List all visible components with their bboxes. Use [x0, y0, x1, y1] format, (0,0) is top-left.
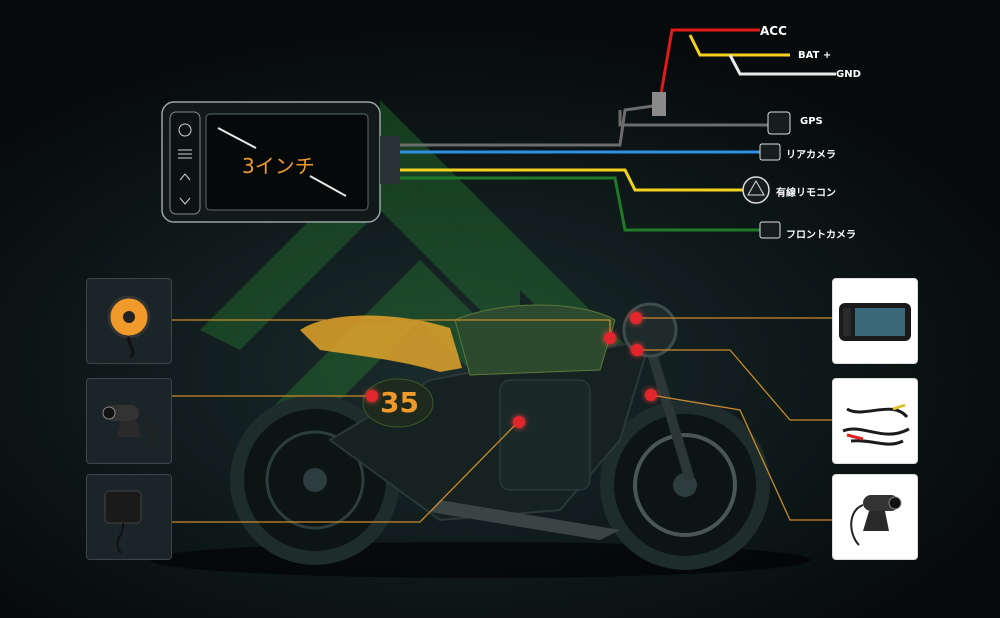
green-wire	[400, 176, 760, 232]
pin-rear-camera-mount	[366, 390, 378, 402]
gray-wire-gps	[618, 110, 780, 127]
pin-engine	[513, 416, 525, 428]
screen-size-label: 3インチ	[242, 154, 315, 178]
gnd-label: GND	[836, 69, 861, 80]
gps-module-icon	[86, 474, 172, 560]
wired-remote-label: 有線リモコン	[776, 188, 836, 199]
yellow-wire-remote	[400, 168, 745, 192]
seat	[300, 315, 462, 372]
dashcam-unit	[161, 101, 400, 223]
front-camera-label: フロントカメラ	[786, 230, 856, 241]
yellow-wire	[688, 34, 790, 57]
rear-camera-label: リアカメラ	[786, 150, 836, 161]
dashcam-display-icon	[832, 278, 918, 364]
gps-label: GPS	[800, 116, 823, 127]
red-wire	[658, 28, 760, 101]
pin-fork	[645, 389, 657, 401]
number-panel	[362, 378, 434, 428]
bat-label: BAT +	[798, 50, 832, 61]
rear-camera-icon	[86, 378, 172, 464]
front-camera-icon	[832, 474, 918, 560]
pin-front-camera-mount	[630, 312, 642, 324]
wired-remote-icon	[86, 278, 172, 364]
white-wire	[728, 54, 836, 76]
gray-wire-main	[400, 103, 661, 147]
number-plate-text: 35	[380, 386, 419, 419]
pin-remote-mount	[604, 332, 616, 344]
wiring-harness-icon	[832, 378, 918, 464]
pin-handlebar	[631, 344, 643, 356]
acc-label: ACC	[760, 24, 787, 38]
